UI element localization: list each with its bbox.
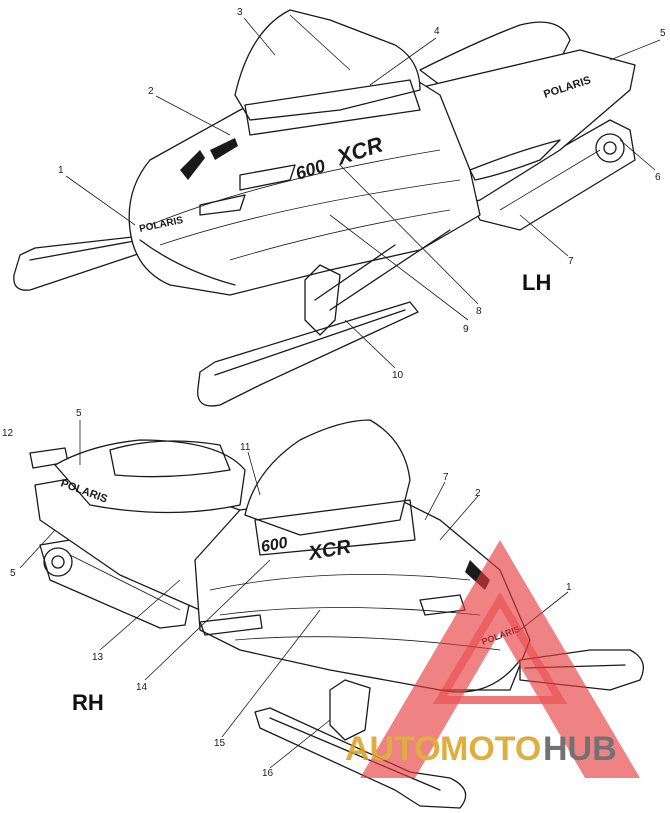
callout-5: 5 <box>660 28 666 39</box>
rh-label: RH <box>72 690 104 715</box>
automotohub-watermark: AUTO MOTO HUB <box>345 540 640 778</box>
callout-8: 8 <box>476 306 482 317</box>
watermark-triangle-logo <box>360 540 640 778</box>
callout-4: 4 <box>434 26 440 37</box>
callout-7-rh: 7 <box>443 472 449 483</box>
callout-9: 9 <box>463 324 469 335</box>
callout-12: 12 <box>2 428 14 439</box>
callout-1: 1 <box>58 165 64 176</box>
callout-13: 13 <box>92 652 104 663</box>
watermark-text-auto: AUTO <box>345 730 441 768</box>
callout-11: 11 <box>240 442 251 453</box>
callout-2: 2 <box>148 86 154 97</box>
callout-1-rh: 1 <box>566 582 572 593</box>
rh-engine-decal: 600 <box>260 535 289 556</box>
callout-2-rh: 2 <box>475 488 481 499</box>
lh-callout-leaders <box>65 17 661 369</box>
callout-3: 3 <box>237 7 243 18</box>
callout-15: 15 <box>214 738 226 749</box>
watermark-text-moto: MOTO <box>440 730 541 768</box>
callout-14: 14 <box>136 682 148 693</box>
callout-7: 7 <box>568 256 574 267</box>
watermark-text-hub: HUB <box>543 730 617 768</box>
lh-snowmobile: POLARIS POLARIS XCR 600 <box>13 9 636 407</box>
rh-callouts: 12 5 11 7 2 5 13 14 15 16 1 <box>2 408 572 779</box>
lh-callouts: 3 4 2 1 5 6 7 8 9 10 <box>58 7 666 381</box>
callout-6: 6 <box>655 172 661 183</box>
lh-label: LH <box>522 270 551 295</box>
callout-5-rh: 5 <box>76 408 82 419</box>
callout-5-rh-lower: 5 <box>10 568 16 579</box>
callout-10: 10 <box>392 370 404 381</box>
callout-16: 16 <box>262 768 274 779</box>
